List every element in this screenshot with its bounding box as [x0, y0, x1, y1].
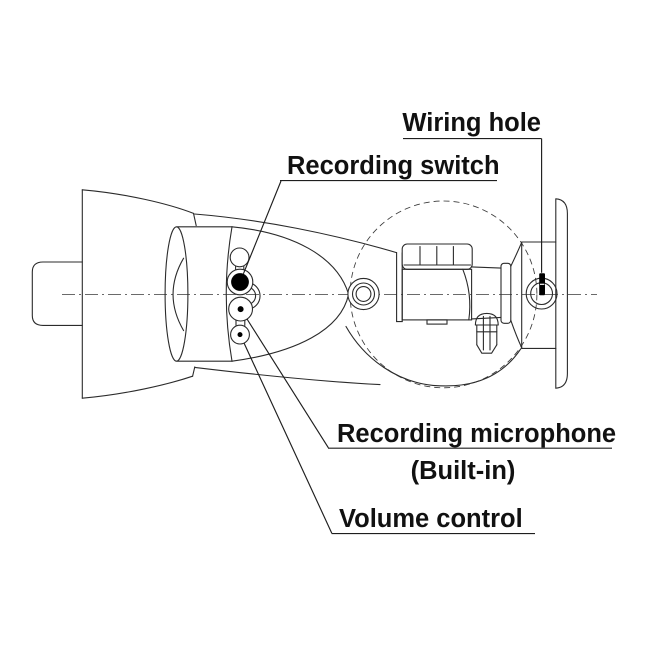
mount-arm	[471, 241, 523, 349]
wall-mount-base	[521, 198, 568, 389]
volume-control-leader	[243, 342, 333, 534]
lens-element	[172, 257, 185, 332]
module-tab	[426, 319, 448, 325]
front-connector-box	[31, 261, 83, 326]
lock-thumbscrew	[474, 312, 499, 354]
volume-control-label: Volume control	[339, 505, 523, 533]
recording-microphone-label: Recording microphone	[337, 420, 616, 448]
lens-barrel	[164, 226, 233, 362]
recorder-module	[396, 243, 473, 325]
head-face-seam	[225, 226, 233, 362]
head-controls	[226, 247, 261, 345]
lens-hood	[81, 189, 197, 399]
recording-switch-leader	[242, 180, 282, 275]
camera-body-shell	[193, 213, 522, 387]
wall-plate	[555, 198, 568, 389]
callout-lines	[242, 138, 612, 535]
recording-switch-dot	[231, 273, 249, 291]
pivot-screw	[347, 277, 380, 311]
built-in-label: (Built-in)	[411, 457, 516, 485]
recording-switch-label: Recording switch	[287, 152, 500, 180]
indicator-circle	[229, 247, 250, 268]
recording-microphone-leader	[246, 318, 329, 449]
wiring-hole-label: Wiring hole	[402, 109, 541, 137]
volume-control-dot	[237, 332, 243, 338]
mount-flange	[500, 262, 512, 324]
microphone-dot	[237, 306, 244, 313]
